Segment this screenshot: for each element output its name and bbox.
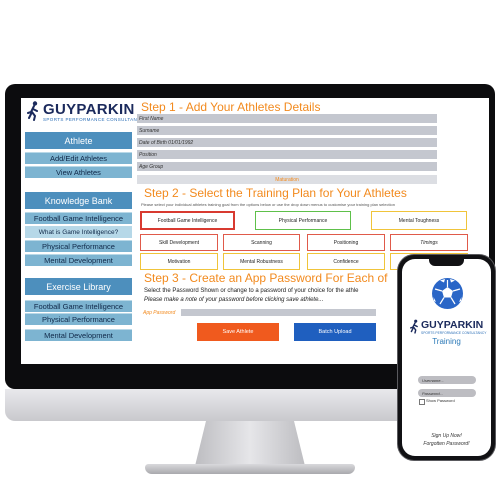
knowledge-bank-header: Knowledge Bank <box>25 192 132 209</box>
plan-skill-development[interactable]: Skill Development <box>140 234 218 251</box>
save-athlete-button[interactable]: Save Athlete <box>197 323 279 341</box>
brand-name-first: GUY <box>43 101 77 118</box>
batch-upload-button[interactable]: Batch Upload <box>294 323 376 341</box>
app-password-label: App Password <box>143 310 176 316</box>
show-password-checkbox[interactable] <box>419 399 425 405</box>
athlete-header: Athlete <box>25 132 132 149</box>
nav-physical-performance[interactable]: Physical Performance <box>25 240 132 252</box>
password-input[interactable]: Password... <box>418 389 476 397</box>
phone-screen: GUYPARKIN SPORTS PERFORMANCE CONSULTANCY… <box>402 259 491 456</box>
forgotten-password-link[interactable]: Forgotten Password! <box>423 441 470 447</box>
step3-title: Step 3 - Create an App Password For Each… <box>144 271 388 285</box>
desktop-monitor: GUYPARKIN SPORTS PERFORMANCE CONSULTANCY… <box>5 84 495 389</box>
mobile-phone: GUYPARKIN SPORTS PERFORMANCE CONSULTANCY… <box>398 255 495 460</box>
plan-mental-toughness[interactable]: Mental Toughness <box>371 211 467 230</box>
step3-note: Please make a note of your password befo… <box>144 297 324 303</box>
monitor-stand-neck <box>195 421 305 466</box>
step2-title: Step 2 - Select the Training Plan for Yo… <box>144 186 407 200</box>
maturation-field[interactable]: Maturation <box>137 175 437 184</box>
show-password-label: Show Password <box>426 398 455 403</box>
app-password-input[interactable] <box>181 309 376 316</box>
dob-field[interactable]: Date of Birth 01/01/1992 <box>137 138 437 147</box>
plan-football-game-intelligence[interactable]: Football Game Intelligence <box>140 211 235 230</box>
nav-exercise-football-game-intelligence[interactable]: Football Game Intelligence <box>25 300 132 312</box>
surname-field[interactable]: Surname <box>137 126 437 135</box>
plan-motivation[interactable]: Motivation <box>140 253 218 270</box>
brand-name-last: PARKIN <box>76 101 135 118</box>
brand-name: GUYPARKIN <box>43 101 135 118</box>
app-screen: GUYPARKIN SPORTS PERFORMANCE CONSULTANCY… <box>21 98 489 364</box>
position-field[interactable]: Position <box>137 150 437 159</box>
plan-confidence[interactable]: Confidence <box>307 253 385 270</box>
username-input[interactable]: Username... <box>418 376 476 384</box>
phone-brand-name-first: GUY <box>421 319 444 331</box>
phone-brand-subtitle: SPORTS PERFORMANCE CONSULTANCY <box>421 331 487 335</box>
age-group-field[interactable]: Age Group <box>137 162 437 171</box>
step1-title: Step 1 - Add Your Athletes Details <box>141 100 321 114</box>
brand-subtitle: SPORTS PERFORMANCE CONSULTANCY <box>43 117 145 122</box>
step3-instruction: Select the Password Shown or change to a… <box>144 288 359 294</box>
phone-brand-name-last: PARKIN <box>443 319 484 331</box>
monitor-stand-base <box>145 464 355 474</box>
nav-mental-development[interactable]: Mental Development <box>25 254 132 266</box>
football-icon <box>432 278 463 309</box>
nav-view-athletes[interactable]: View Athletes <box>25 166 132 178</box>
phone-brand-name: GUYPARKIN <box>421 319 483 331</box>
plan-scanning[interactable]: Scanning <box>223 234 300 251</box>
phone-brand-logo: GUYPARKIN SPORTS PERFORMANCE CONSULTANCY <box>410 319 488 339</box>
exercise-library-header: Exercise Library <box>25 278 132 295</box>
signup-link[interactable]: Sign Up Now! <box>431 433 462 439</box>
phone-runner-icon <box>410 319 418 334</box>
plan-mental-robustness[interactable]: Mental Robustness <box>223 253 300 270</box>
brand-logo: GUYPARKIN SPORTS PERFORMANCE CONSULTANCY <box>25 101 145 125</box>
nav-what-is-game-intelligence[interactable]: What is Game Intelligence? <box>25 226 132 238</box>
step2-instructions: Please select your individual athletes t… <box>141 202 395 207</box>
nav-exercise-physical-performance[interactable]: Physical Performance <box>25 313 132 325</box>
first-name-field[interactable]: First Name <box>137 114 437 123</box>
phone-title: Training <box>432 337 461 346</box>
runner-icon <box>27 101 38 121</box>
plan-positioning[interactable]: Positioning <box>307 234 385 251</box>
nav-football-game-intelligence[interactable]: Football Game Intelligence <box>25 212 132 224</box>
nav-exercise-mental-development[interactable]: Mental Development <box>25 329 132 341</box>
nav-add-edit-athletes[interactable]: Add/Edit Athletes <box>25 152 132 164</box>
plan-physical-performance[interactable]: Physical Performance <box>255 211 351 230</box>
plan-timings[interactable]: Timings <box>390 234 468 251</box>
phone-notch <box>429 259 464 266</box>
